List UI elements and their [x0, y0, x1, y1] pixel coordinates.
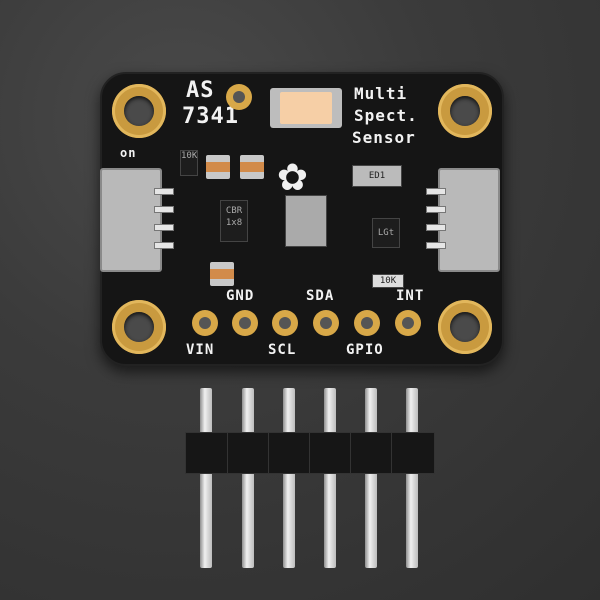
pin-label-sda: SDA: [306, 288, 335, 304]
level-shifter-chip: ED1: [352, 165, 402, 187]
header-housing: [350, 432, 394, 474]
header-housing: [185, 432, 229, 474]
header-pin: [406, 388, 418, 568]
capacitor: [210, 262, 234, 286]
as7341-sensor-chip: [285, 195, 327, 247]
capacitor: [206, 155, 230, 179]
header-pin: [365, 388, 377, 568]
header-pin: [283, 388, 295, 568]
pin-label-gpio: GPIO: [346, 342, 384, 358]
pin-pad: [192, 310, 218, 336]
pin-pad: [395, 310, 421, 336]
pin-label-vin: VIN: [186, 342, 215, 358]
pin-pad: [313, 310, 339, 336]
pin-pad: [232, 310, 258, 336]
pin-label-int: INT: [396, 288, 425, 304]
mounting-hole: [112, 300, 166, 354]
title-line1: AS: [186, 78, 215, 103]
title-line2: 7341: [182, 104, 239, 129]
header-housing: [268, 432, 312, 474]
header-pin: [324, 388, 336, 568]
header-housing: [391, 432, 435, 474]
regulator-chip: CBR 1x8: [220, 200, 248, 242]
pin-label-scl: SCL: [268, 342, 297, 358]
mounting-hole: [438, 300, 492, 354]
stemma-connector-right: [426, 168, 500, 272]
adafruit-star-logo: ✿: [278, 146, 307, 202]
led: [270, 88, 342, 128]
label-line1: Multi: [354, 84, 408, 103]
header-housing: [309, 432, 353, 474]
mosfet-chip: LGt: [372, 218, 400, 248]
header-housing: [227, 432, 271, 474]
pin-pad: [354, 310, 380, 336]
pin-pad: [272, 310, 298, 336]
capacitor: [240, 155, 264, 179]
header-pin: [200, 388, 212, 568]
mounting-hole: [112, 84, 166, 138]
test-pad: [226, 84, 252, 110]
mounting-hole: [438, 84, 492, 138]
resistor: 10K: [372, 274, 404, 288]
label-line3: Sensor: [352, 128, 416, 147]
header-pin: [242, 388, 254, 568]
resistor: 10K: [180, 150, 198, 176]
pin-label-gnd: GND: [226, 288, 255, 304]
on-label: on: [120, 146, 137, 160]
label-line2: Spect.: [354, 106, 418, 125]
stemma-connector-left: [100, 168, 174, 272]
